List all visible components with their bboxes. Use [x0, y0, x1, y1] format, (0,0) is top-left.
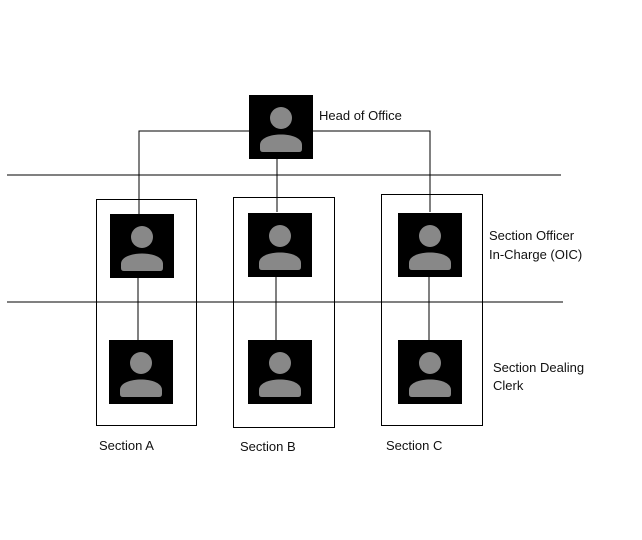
section-a-oic-avatar — [110, 214, 174, 278]
section-a-box — [96, 199, 197, 426]
oic-level-label-line2: In-Charge (OIC) — [489, 247, 583, 262]
section-b-box — [233, 197, 335, 428]
section-b-label: Section B — [240, 439, 296, 454]
head-of-office-avatar — [249, 95, 313, 159]
clerk-level-label-line1: Section Dealing — [493, 360, 585, 375]
section-a-clerk-avatar — [109, 340, 173, 404]
section-c-clerk-avatar — [398, 340, 462, 404]
section-b-clerk-avatar — [248, 340, 312, 404]
connector-head-to-section-a — [138, 130, 249, 214]
section-c-box — [381, 194, 483, 426]
connector-head-to-section-c — [313, 130, 431, 212]
oic-level-label-line1: Section Officer — [489, 228, 575, 243]
section-c-oic-avatar — [398, 213, 462, 277]
section-b-oic-avatar — [248, 213, 312, 277]
section-a-label: Section A — [99, 438, 154, 453]
head-of-office-label: Head of Office — [319, 108, 402, 123]
clerk-level-label-line2: Clerk — [493, 378, 524, 393]
section-c-label: Section C — [386, 438, 443, 453]
